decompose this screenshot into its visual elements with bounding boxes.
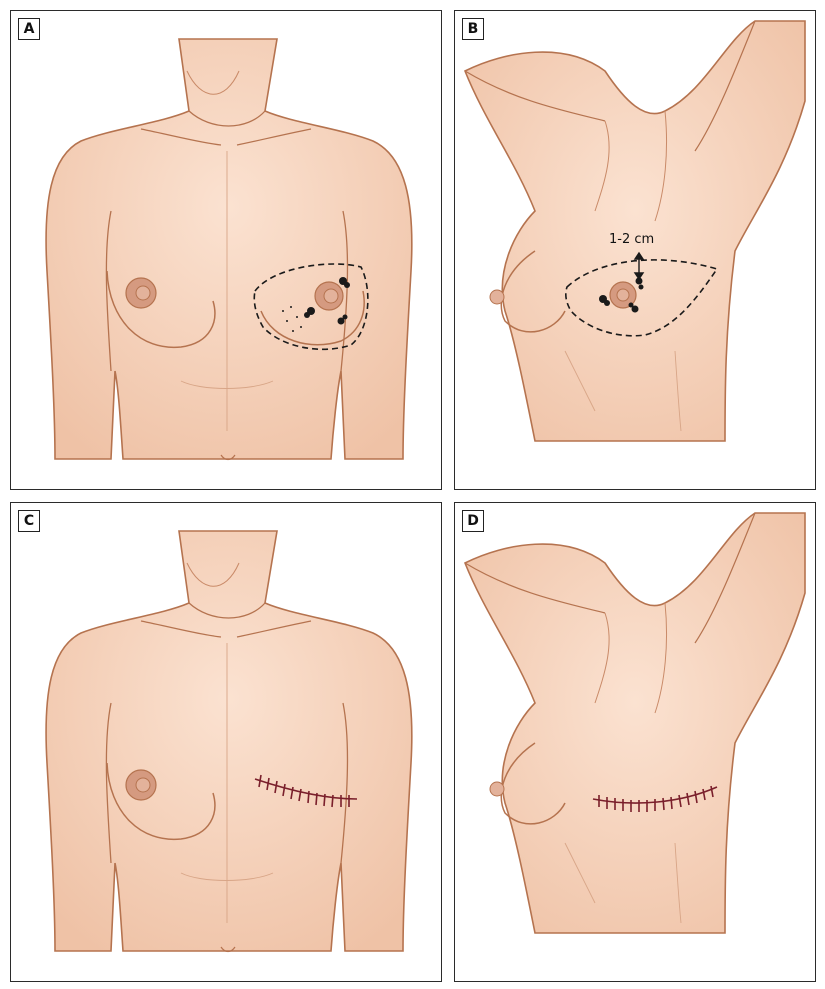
panel-b: B 1-2 cm bbox=[454, 10, 816, 490]
torso-shape bbox=[45, 38, 413, 460]
dashed-incision-marking bbox=[565, 259, 719, 337]
panel-letter-d: D bbox=[462, 510, 484, 532]
torso-shape bbox=[45, 530, 413, 952]
nipple-right bbox=[489, 781, 505, 797]
margin-label: 1-2 cm bbox=[609, 232, 654, 247]
panel-c: C bbox=[10, 502, 442, 982]
panel-letter-a: A bbox=[18, 18, 40, 40]
tumor-markers bbox=[599, 277, 644, 313]
suture-line bbox=[592, 785, 718, 812]
nipple-left bbox=[323, 288, 339, 304]
dashed-incision-marking bbox=[253, 263, 369, 351]
nipple-right bbox=[489, 289, 505, 305]
panel-letter-c: C bbox=[18, 510, 40, 532]
panel-letter-b: B bbox=[462, 18, 484, 40]
torso-shape bbox=[463, 512, 806, 934]
nipple-right bbox=[135, 285, 151, 301]
frontal-torso-illustration-c bbox=[45, 530, 413, 953]
oblique-torso-illustration-d bbox=[463, 512, 806, 934]
tumor-markers bbox=[282, 277, 350, 332]
margin-arrow bbox=[633, 251, 645, 281]
torso-shape bbox=[463, 20, 806, 442]
oblique-torso-illustration-b: 1-2 cm bbox=[463, 20, 806, 442]
nipple-left bbox=[616, 288, 630, 302]
panel-a: A bbox=[10, 10, 442, 490]
frontal-torso-illustration-a bbox=[45, 38, 413, 461]
panel-d: D bbox=[454, 502, 816, 982]
nipple-right bbox=[135, 777, 151, 793]
suture-line bbox=[254, 774, 358, 808]
